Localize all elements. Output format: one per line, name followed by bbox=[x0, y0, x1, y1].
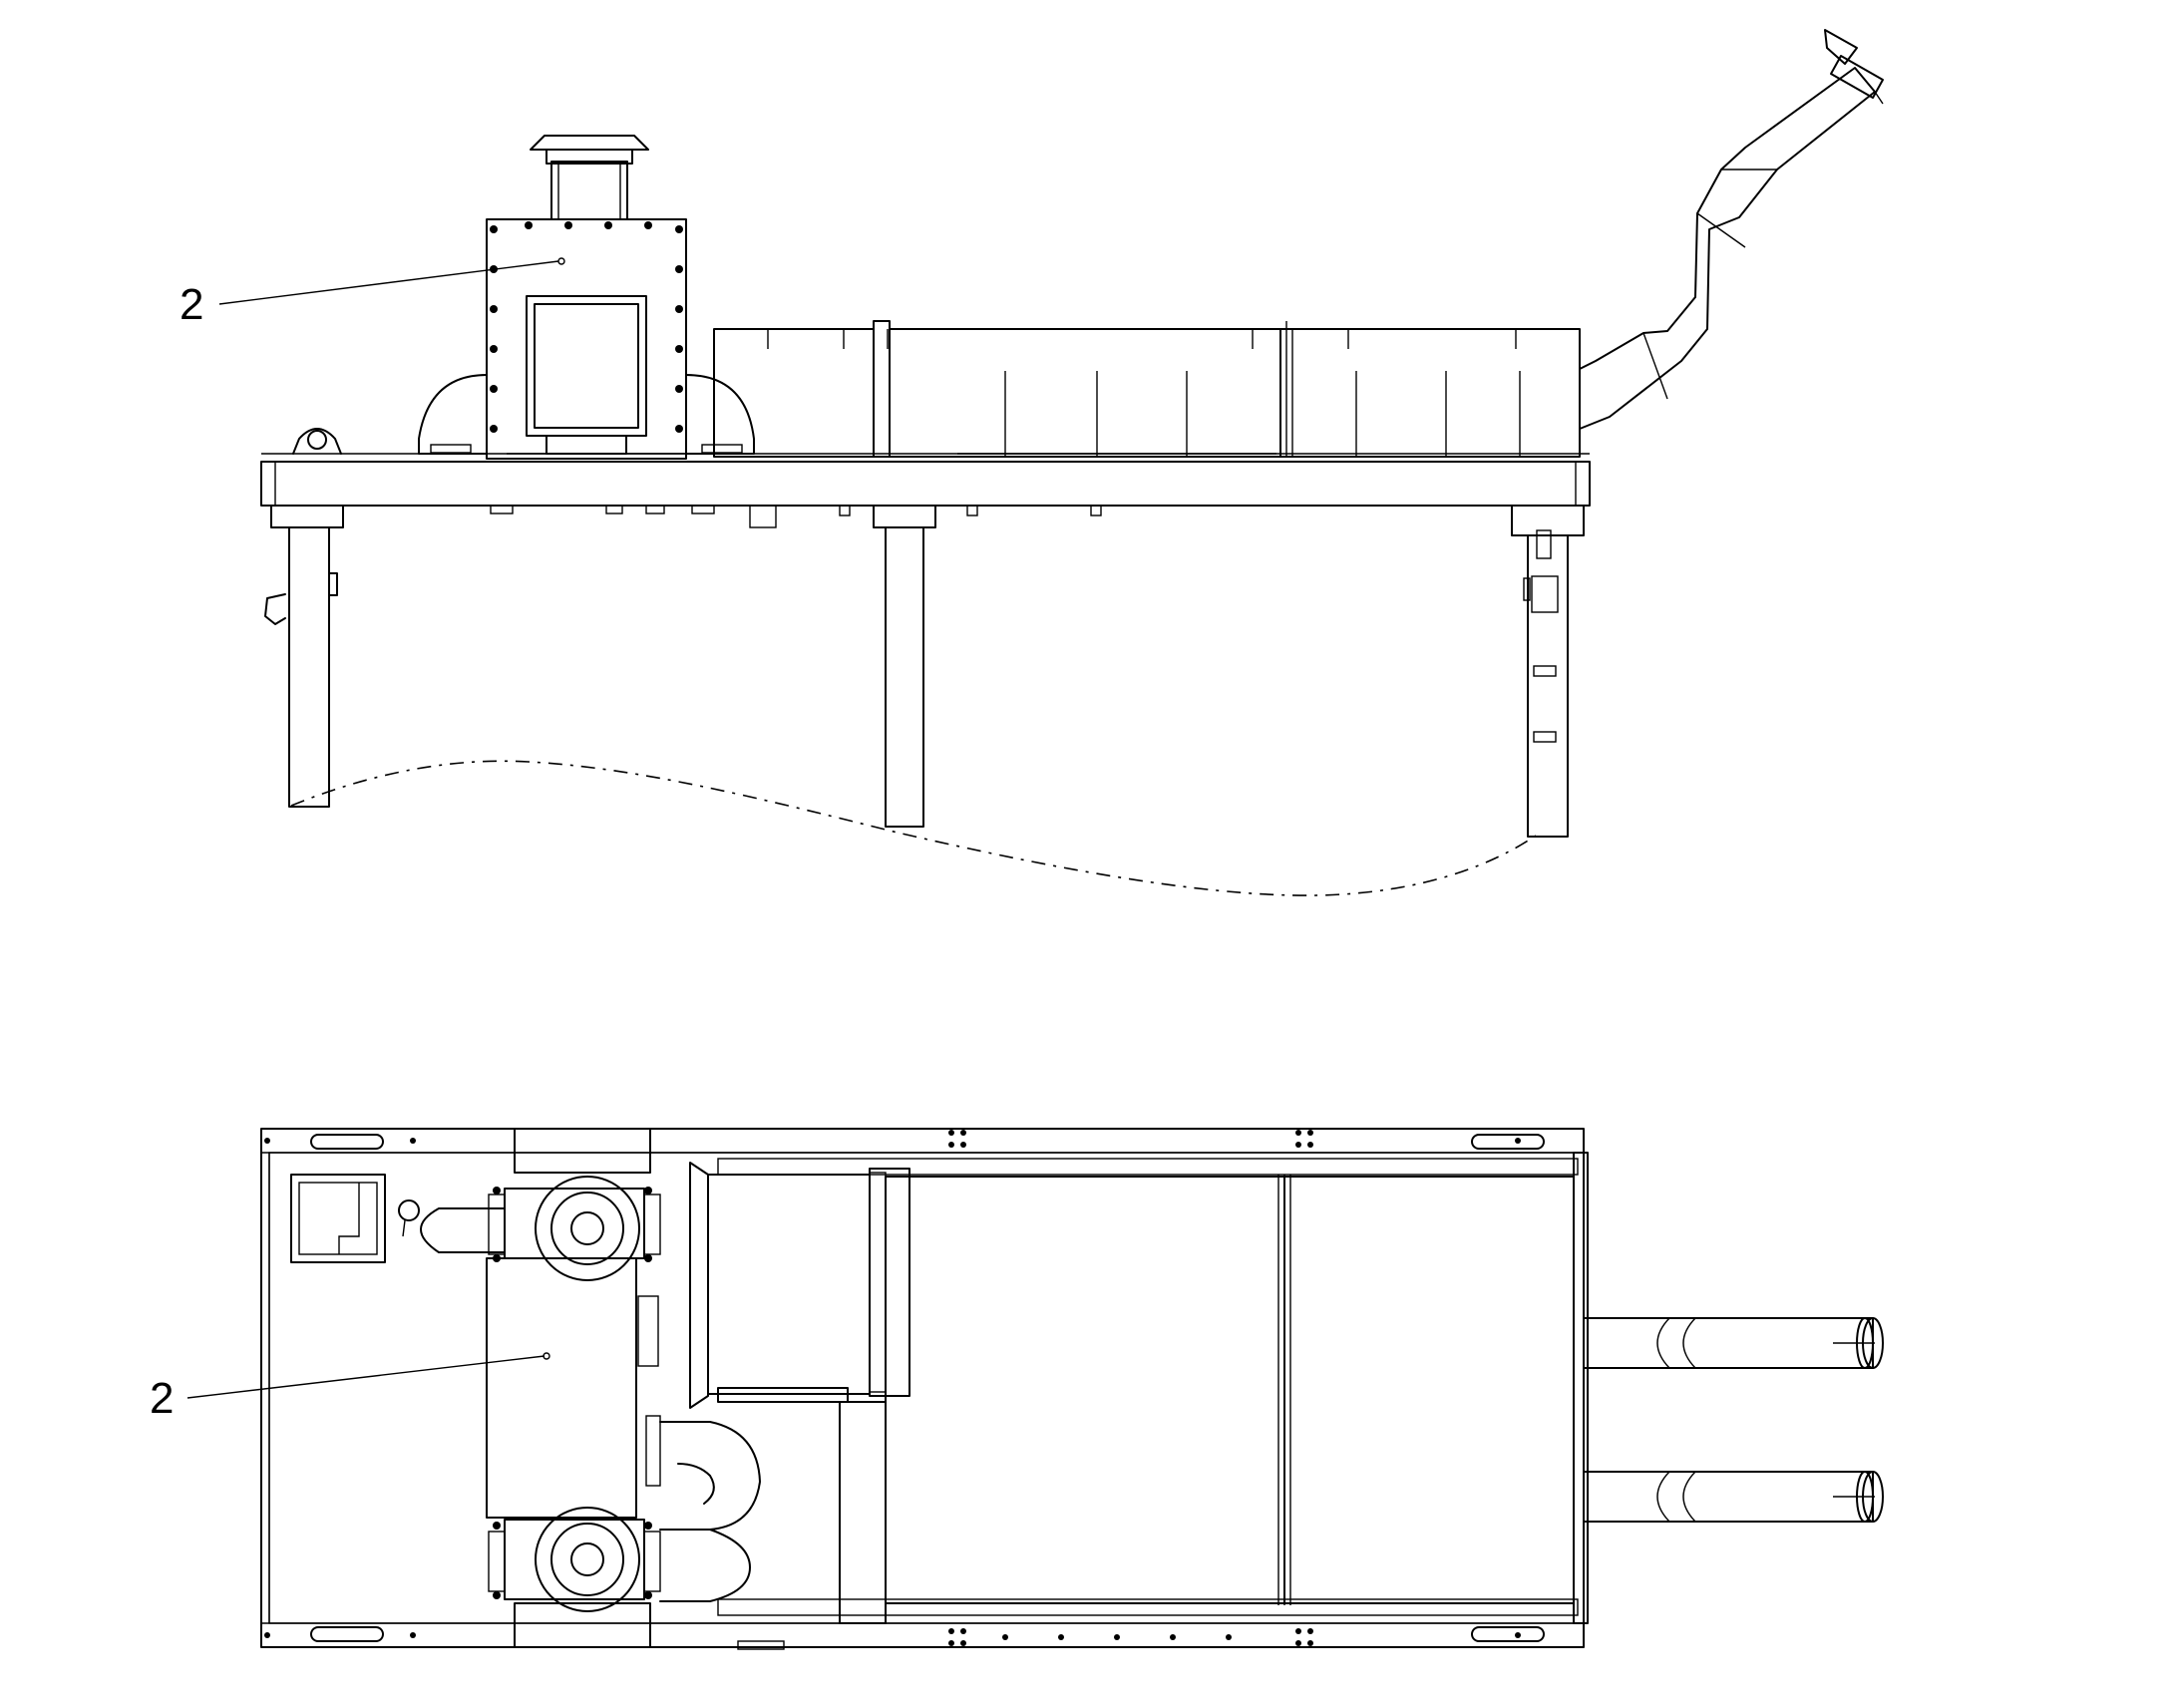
side-view: 2 bbox=[180, 29, 1884, 896]
tailpipe-lower bbox=[1583, 1471, 1884, 1523]
center-leg bbox=[873, 505, 936, 828]
callout-label-side: 2 bbox=[180, 280, 203, 329]
callout-label-top: 2 bbox=[150, 1374, 174, 1423]
filter-housing bbox=[418, 135, 755, 460]
left-leg bbox=[264, 505, 344, 808]
top-view: 2 bbox=[150, 1128, 1884, 1650]
lifting-eye bbox=[292, 428, 342, 455]
silencer-body bbox=[713, 320, 1581, 458]
right-leg bbox=[1511, 505, 1585, 838]
exhaust-pipe bbox=[1579, 29, 1884, 430]
underside-brackets bbox=[490, 505, 1102, 528]
callout-side: 2 bbox=[180, 260, 559, 329]
housing-bolts bbox=[490, 221, 683, 433]
silencer-plan bbox=[885, 1175, 1575, 1605]
deck-beam bbox=[260, 453, 1591, 507]
break-line bbox=[290, 760, 1537, 896]
tailpipe-upper bbox=[1583, 1317, 1884, 1369]
duct-module bbox=[689, 1162, 910, 1624]
callout-point-side bbox=[557, 257, 565, 265]
callout-top: 2 bbox=[150, 1355, 545, 1423]
pre-filter-box bbox=[290, 1174, 386, 1263]
frame-outline bbox=[260, 1128, 1589, 1648]
inner-rails bbox=[717, 1158, 1579, 1650]
blower-top bbox=[488, 1176, 661, 1281]
intake-elbows bbox=[398, 1199, 761, 1602]
frame-bolts bbox=[264, 1130, 1521, 1646]
lifting-slots bbox=[310, 1134, 1545, 1642]
filter-housing-plan bbox=[486, 1128, 659, 1648]
blower-bottom bbox=[488, 1507, 661, 1612]
